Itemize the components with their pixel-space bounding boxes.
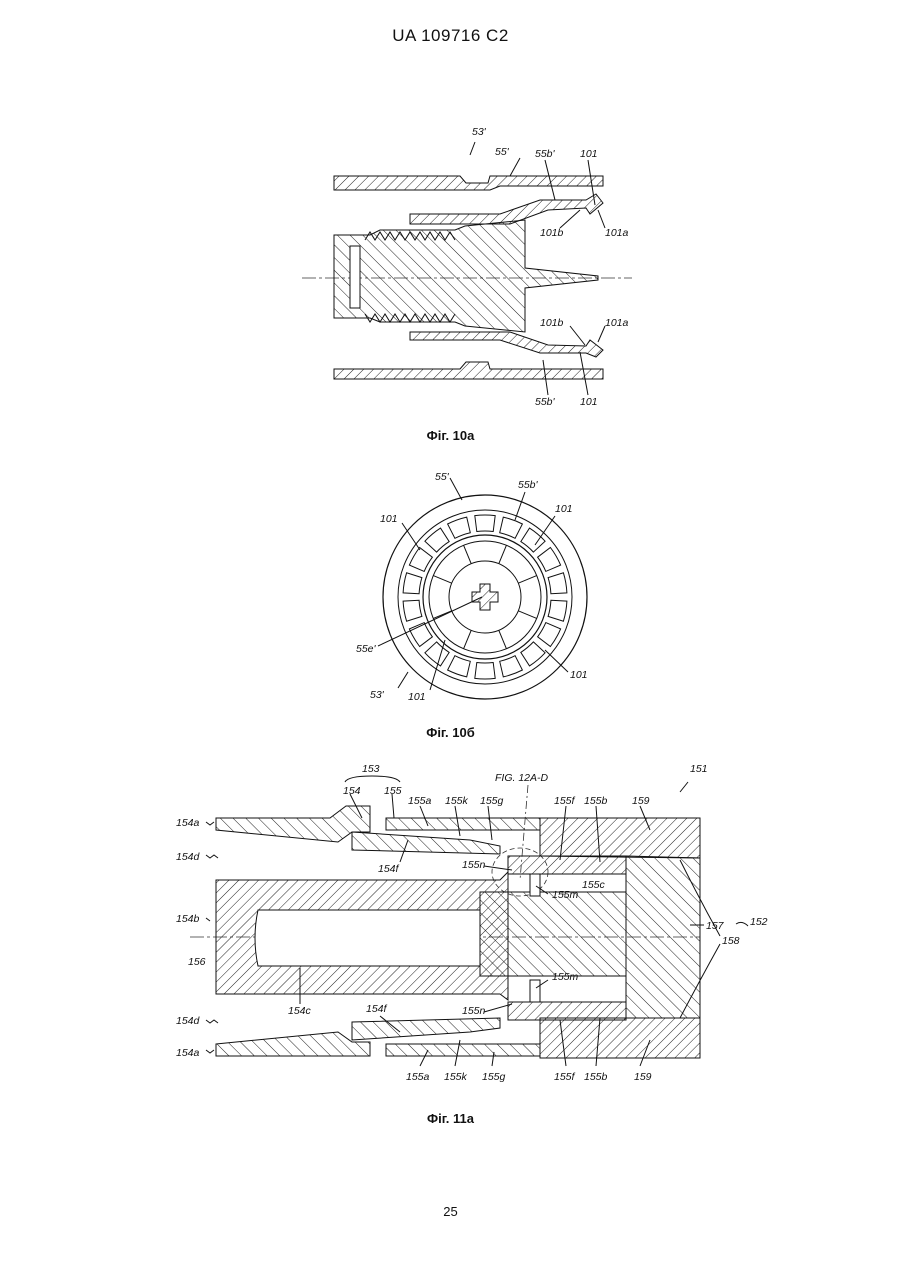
nut-bore <box>350 246 360 308</box>
label-55b-top: 55b' <box>535 148 556 160</box>
sleeve-155-top <box>386 818 540 830</box>
caption-fig-10a: Фiг. 10а <box>0 428 901 443</box>
block-157 <box>626 856 700 1018</box>
label-155a-top: 155a <box>408 795 432 807</box>
label-101a-bottom: 101a <box>605 317 629 329</box>
figure-10a-drawing: 53' 55' 55b' 101 101b 101a 101b 101a 55b… <box>290 110 660 420</box>
label-101a-top: 101a <box>605 227 629 239</box>
label-154d-top: 154d <box>176 851 201 863</box>
figure-11a-drawing: 153 154 155 155a 155k 155g FIG. 12A-D 15… <box>160 755 780 1090</box>
label-53: 53' <box>472 126 487 138</box>
label-157: 157 <box>706 920 725 932</box>
label-159-bottom: 159 <box>634 1071 652 1083</box>
label-53-prime: 53' <box>370 689 385 701</box>
ring-window <box>475 515 495 532</box>
label-159-top: 159 <box>632 795 650 807</box>
label-101-bottom: 101 <box>580 396 598 408</box>
label-fig12: FIG. 12A-D <box>495 772 549 784</box>
document-header: UA 109716 C2 <box>0 26 901 46</box>
label-155k-top: 155k <box>445 795 469 807</box>
label-155b-top: 155b <box>584 795 608 807</box>
label-155: 155 <box>384 785 402 797</box>
label-156: 156 <box>188 956 206 968</box>
label-154c: 154c <box>288 1005 312 1017</box>
label-152: 152 <box>750 916 768 928</box>
label-55e-prime: 55e' <box>356 643 377 655</box>
page-number: 25 <box>0 1204 901 1219</box>
label-55b-prime: 55b' <box>518 479 539 491</box>
caption-fig-10b: Фiг. 10б <box>0 725 901 740</box>
sleeve-154a-top <box>216 806 370 842</box>
finger-bottom <box>410 332 603 357</box>
label-155k-bottom: 155k <box>444 1071 468 1083</box>
label-55: 55' <box>495 146 510 158</box>
sleeve-155-bottom <box>386 1044 540 1056</box>
label-101b-top: 101b <box>540 227 564 239</box>
label-101-top-left: 101 <box>380 513 398 525</box>
label-155n-top: 155n <box>462 859 486 871</box>
label-101-top-right: 101 <box>555 503 573 515</box>
label-155f-bottom: 155f <box>554 1071 576 1083</box>
sleeve-154a-bottom <box>216 1032 370 1056</box>
label-155b-bottom: 155b <box>584 1071 608 1083</box>
label-155g-bottom: 155g <box>482 1071 506 1083</box>
label-154a-top: 154a <box>176 817 200 829</box>
label-101-bottom-right: 101 <box>570 669 588 681</box>
label-101-top: 101 <box>580 148 598 160</box>
label-154d-bottom: 154d <box>176 1015 201 1027</box>
label-154b: 154b <box>176 913 200 925</box>
label-154f-bottom: 154f <box>366 1003 388 1015</box>
label-155f-top: 155f <box>554 795 576 807</box>
bore-154c <box>255 910 480 966</box>
outer-sleeve-top <box>334 176 603 190</box>
label-155m-bottom: 155m <box>552 971 579 983</box>
label-151: 151 <box>690 763 708 775</box>
plug-body <box>480 892 626 976</box>
label-154a-bottom: 154a <box>176 1047 200 1059</box>
label-154f-top: 154f <box>378 863 400 875</box>
label-101-bottom-left: 101 <box>408 691 426 703</box>
ring-155c-bottom <box>508 1002 626 1020</box>
label-155c: 155c <box>582 879 606 891</box>
notch-155m-bottom <box>530 980 540 1002</box>
label-155n-bottom: 155n <box>462 1005 486 1017</box>
label-155m-top: 155m <box>552 889 579 901</box>
finger-154f-top <box>352 832 500 854</box>
ring-window <box>475 663 495 680</box>
label-55-prime: 55' <box>435 471 450 483</box>
label-101b-bottom: 101b <box>540 317 564 329</box>
label-154: 154 <box>343 785 361 797</box>
finger-top <box>410 194 603 224</box>
label-158: 158 <box>722 935 740 947</box>
caption-fig-11a: Фiг. 11а <box>0 1111 901 1126</box>
ring-155c-top <box>508 856 626 874</box>
label-155a-bottom: 155a <box>406 1071 430 1083</box>
label-55b-bottom: 55b' <box>535 396 556 408</box>
label-153: 153 <box>362 763 380 775</box>
notch-155m-top <box>530 874 540 896</box>
outer-sleeve-bottom <box>334 362 603 379</box>
figure-10b-drawing: 55' 55b' 101 101 55e' 53' 101 101 <box>350 460 590 710</box>
label-155g-top: 155g <box>480 795 504 807</box>
finger-154f-bottom <box>352 1018 500 1040</box>
